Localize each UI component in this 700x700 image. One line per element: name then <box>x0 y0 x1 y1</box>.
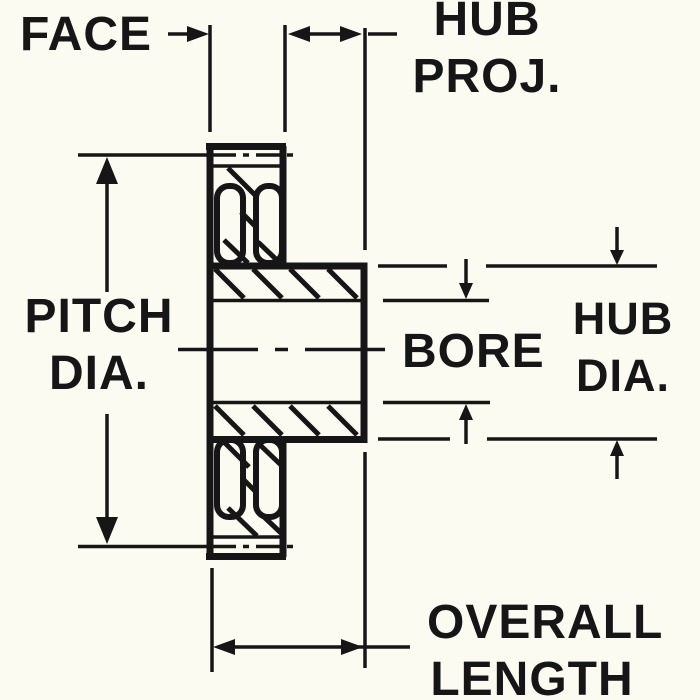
web-recess-bottom-right <box>253 437 285 520</box>
pitch-dia-dimension <box>78 153 207 549</box>
centerlines <box>178 153 389 549</box>
hub-proj-dimension <box>288 26 397 250</box>
pitch-dia-label-line2: DIA. <box>49 347 149 400</box>
hub-dia-arrowhead-up <box>610 440 624 456</box>
hub-proj-label-line2: PROJ. <box>412 50 562 103</box>
bore-dimension <box>383 259 490 444</box>
hub-dia-label: HUB DIA. <box>543 290 700 404</box>
hub-dia-arrowhead-down <box>610 250 624 265</box>
overall-length-label-line1: OVERALL <box>427 596 664 649</box>
overall-length-label-line2: LENGTH <box>430 653 634 700</box>
pitch-arrowhead-up <box>96 157 118 184</box>
hub-proj-arrowhead-right <box>340 26 362 42</box>
bore-arrowhead-down <box>459 283 473 299</box>
pitch-dia-label-line1: PITCH <box>24 290 174 343</box>
hub-proj-arrowhead-left <box>288 26 310 42</box>
web-recess-bottom-left <box>214 437 246 520</box>
hub-proj-label-line1: HUB <box>433 0 541 46</box>
face-label: FACE <box>20 8 153 61</box>
bore-label: BORE <box>402 325 545 378</box>
web-recess-outlines <box>214 183 285 520</box>
face-arrowhead-right <box>187 26 209 42</box>
overall-arrowhead-left <box>213 639 235 655</box>
gear-thin-lines <box>210 164 364 539</box>
web-recess-top-left <box>214 183 246 266</box>
bore-arrowhead-up <box>459 404 473 420</box>
hub-dia-label-line1: HUB <box>572 293 674 344</box>
dimension-callouts <box>78 25 657 672</box>
face-dimension <box>168 25 287 132</box>
section-hatching <box>213 166 359 538</box>
pitch-arrowhead-down <box>96 517 118 544</box>
gear-cross-section <box>178 143 389 560</box>
hub-dia-label-line2: DIA. <box>576 350 670 401</box>
overall-arrowhead-right <box>341 639 363 655</box>
overall-length-dimension <box>210 452 410 672</box>
hub-dia-dimension <box>378 227 657 479</box>
